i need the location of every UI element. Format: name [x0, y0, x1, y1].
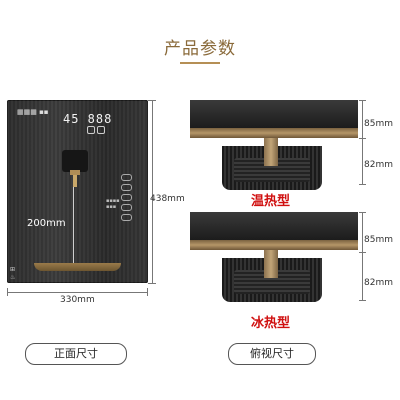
nozzle-collar [70, 170, 80, 175]
outlet-dimension-line [73, 187, 74, 263]
lower-depth-label: 82mm [364, 160, 393, 170]
type-label-warm-hot: 温热型 [251, 194, 291, 209]
top-view-trim [190, 240, 358, 250]
top-view-pipe [264, 138, 278, 166]
control-key [121, 194, 132, 201]
depth-dimension-line [362, 212, 363, 300]
front-panel-image: ▦▦▦ ▪▪ 45 888 ▪▪▪▪ ▪▪▪ ⊞♨ [7, 100, 148, 283]
page-title: 产品参数 [164, 39, 236, 59]
nozzle-housing [62, 150, 88, 172]
depth-tick [359, 212, 366, 213]
top-view-cold-hot [190, 212, 358, 302]
upper-depth-label: 85mm [364, 235, 393, 245]
front-size-caption: 正面尺寸 [25, 343, 127, 365]
depth-tick [359, 300, 366, 301]
side-icons: ⊞♨ [10, 266, 16, 281]
brand-logo: ▦▦▦ ▪▪ [17, 108, 49, 116]
height-tick-bottom [148, 283, 156, 284]
depth-tick [359, 100, 366, 101]
water-outlet [73, 175, 77, 187]
drip-tray [34, 263, 121, 271]
depth-tick [359, 252, 366, 253]
type-label-cold-hot: 冰热型 [251, 316, 291, 331]
panel-texture [7, 100, 148, 283]
display-icon [97, 126, 105, 134]
width-dimension-label: 330mm [60, 295, 95, 305]
outlet-dimension-label: 200mm [27, 218, 66, 229]
height-dimension-label: 438mm [150, 194, 185, 204]
depth-dimension-line [362, 100, 363, 184]
top-view-tray [222, 258, 322, 302]
control-key [121, 184, 132, 191]
top-size-caption: 俯视尺寸 [228, 343, 316, 365]
control-key [121, 214, 132, 221]
upper-depth-label: 85mm [364, 119, 393, 129]
display-icon [87, 126, 95, 134]
panel-fine-print: ▪▪▪▪ ▪▪▪ [106, 198, 120, 210]
top-view-body [190, 100, 358, 132]
top-view-pipe [264, 250, 278, 278]
height-dimension-line [152, 100, 153, 283]
title-underline [180, 62, 220, 64]
depth-tick [359, 138, 366, 139]
top-view-warm-hot [190, 100, 358, 190]
lower-depth-label: 82mm [364, 278, 393, 288]
width-dimension-line [7, 292, 148, 293]
top-view-trim [190, 128, 358, 138]
control-key [121, 174, 132, 181]
control-key [121, 204, 132, 211]
depth-tick [359, 184, 366, 185]
temperature-display: 45 888 [63, 112, 113, 126]
